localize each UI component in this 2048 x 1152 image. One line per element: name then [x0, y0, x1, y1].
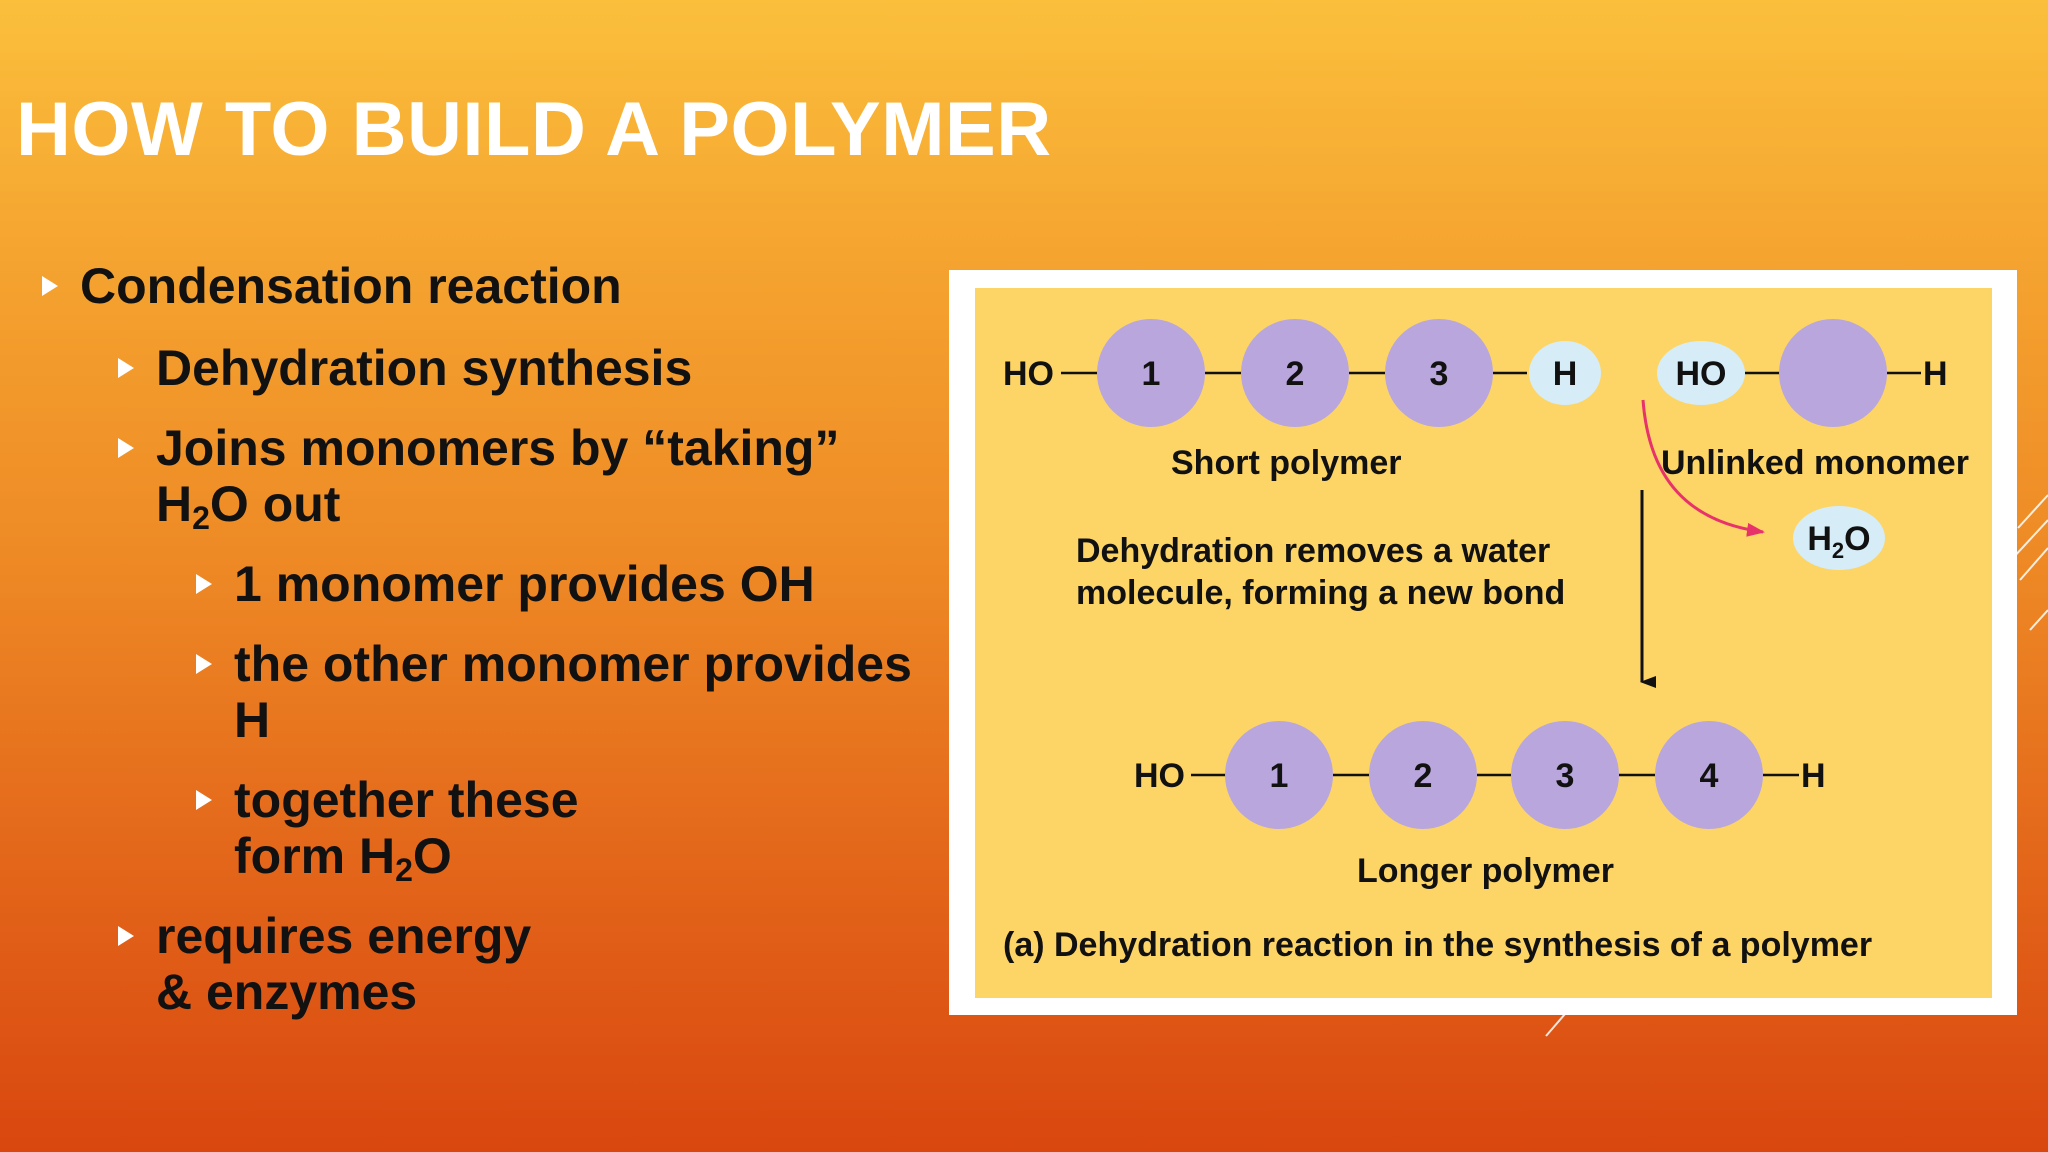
h-label: H: [1801, 757, 1826, 795]
form-h: form H: [234, 828, 396, 884]
water-molecule-label: H2O: [1807, 520, 1870, 563]
bullet-text: Dehydration synthesis: [156, 340, 693, 396]
deco-line: [2017, 494, 2048, 529]
h-terminal: [1529, 341, 1601, 405]
ho-label: HO: [1134, 757, 1185, 795]
bullet-arrow-icon: [196, 654, 212, 674]
bullet-arrow-icon: [118, 926, 134, 946]
monomer-2: [1241, 319, 1349, 427]
monomer-4-label: 4: [1700, 757, 1719, 795]
h-terminal-label: H: [1553, 355, 1578, 393]
deco-line: [2019, 547, 2048, 581]
removes-water-line2: molecule, forming a new bond: [1076, 574, 1565, 612]
bullet-list: Condensation reaction Dehydration synthe…: [0, 0, 960, 1152]
bullet-arrow-icon: [118, 438, 134, 458]
ho-terminal: [1657, 341, 1745, 405]
monomer-1-label: 1: [1142, 355, 1161, 393]
deco-line: [1545, 1013, 1566, 1037]
monomer-3: [1511, 721, 1619, 829]
dehydration-diagram: HO 1 2 3 H HO H Short polymer Unlinked m…: [975, 288, 1992, 998]
bullet-arrow-icon: [196, 574, 212, 594]
bullet-arrow-icon: [118, 358, 134, 378]
bullet-text-line1: the other monomer provides: [234, 636, 912, 692]
water-molecule: [1793, 506, 1885, 570]
bullet-text: Condensation reaction: [80, 258, 622, 314]
monomer-4: [1655, 721, 1763, 829]
bullet-text-line2: H: [234, 692, 271, 748]
removes-water-line1: Dehydration removes a water: [1076, 532, 1550, 570]
water-rest: O out: [209, 476, 341, 532]
bullet-joins-monomers: Joins monomers by “taking” H2O out: [118, 420, 840, 534]
bullet-text-line2: H2O out: [156, 476, 839, 534]
bullet-provides-h: the other monomer provides H: [196, 636, 912, 748]
bullet-arrow-icon: [42, 276, 58, 296]
ho-label: HO: [1003, 355, 1054, 393]
water-h: H: [156, 476, 193, 532]
bullet-text-line1: requires energy: [156, 908, 532, 964]
monomer-3-label: 3: [1430, 355, 1449, 393]
monomer-2-label: 2: [1414, 757, 1433, 795]
monomer-1-label: 1: [1270, 757, 1289, 795]
bullet-provides-oh: 1 monomer provides OH: [196, 556, 815, 612]
monomer-2: [1369, 721, 1477, 829]
bullet-form-water: together these form H2O: [196, 772, 579, 886]
unlinked-monomer: [1779, 319, 1887, 427]
bullet-condensation-reaction: Condensation reaction: [42, 258, 622, 314]
short-polymer-label: Short polymer: [1171, 444, 1401, 482]
deco-line: [2029, 609, 2048, 631]
form-o: O: [412, 828, 452, 884]
monomer-1: [1225, 721, 1333, 829]
ho-terminal-label: HO: [1676, 355, 1727, 393]
monomer-2-label: 2: [1286, 355, 1305, 393]
bullet-text: 1 monomer provides OH: [234, 556, 815, 612]
bullet-text-line2: & enzymes: [156, 964, 418, 1020]
monomer-1: [1097, 319, 1205, 427]
monomer-3-label: 3: [1556, 757, 1575, 795]
dehydration-figure: HO 1 2 3 H HO H Short polymer Unlinked m…: [949, 270, 2017, 1015]
bullet-dehydration-synthesis: Dehydration synthesis: [118, 340, 693, 396]
bullet-text-line1: together these: [234, 772, 579, 828]
bullet-text-line1: Joins monomers by “taking”: [156, 420, 840, 476]
h-label: H: [1923, 355, 1948, 393]
unlinked-monomer-label: Unlinked monomer: [1661, 444, 1969, 482]
slide-title: HOW TO BUILD A POLYMER: [16, 87, 1052, 172]
bullet-requires-energy: requires energy & enzymes: [118, 908, 532, 1020]
longer-polymer-label: Longer polymer: [1357, 852, 1614, 890]
water-release-arrow: [1641, 399, 1765, 537]
monomer-3: [1385, 319, 1493, 427]
figure-caption: (a) Dehydration reaction in the synthesi…: [1003, 926, 1872, 964]
bullet-arrow-icon: [196, 790, 212, 810]
water-subscript: 2: [192, 500, 210, 536]
bullet-text-line2: form H2O: [234, 828, 579, 886]
water-subscript: 2: [395, 852, 413, 888]
